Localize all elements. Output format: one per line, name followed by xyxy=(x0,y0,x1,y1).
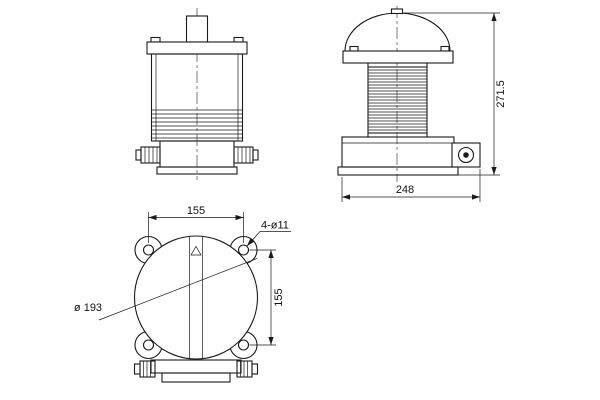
dimension-flange-horizontal: 155 xyxy=(148,205,244,243)
fresnel-ribs xyxy=(368,69,427,131)
fresnel-lens xyxy=(367,66,428,134)
top-flange xyxy=(146,41,248,55)
dimension-flange-vertical: 155 xyxy=(249,249,285,346)
side-view xyxy=(337,6,481,182)
bolt-hole xyxy=(142,339,155,351)
connector-knob xyxy=(457,146,475,164)
dimension-bolt-holes: 4-ø11 xyxy=(246,220,291,247)
dome xyxy=(344,12,451,52)
dim-flange-h-label: 155 xyxy=(187,205,205,217)
plan-view xyxy=(133,235,259,383)
side-base xyxy=(341,136,455,168)
bolt-hole xyxy=(237,244,250,256)
dimension-width: 248 xyxy=(341,169,481,202)
dim-height-label: 271.5 xyxy=(495,80,507,108)
top-knob xyxy=(185,15,209,43)
dimension-diameter: ø 193 xyxy=(74,258,258,321)
dim-flange-v-label: 155 xyxy=(273,288,285,306)
dim-diameter-label: ø 193 xyxy=(74,302,102,314)
dim-width-label: 248 xyxy=(396,184,414,196)
orientation-mark xyxy=(190,245,202,256)
dimension-height: 271.5 xyxy=(403,12,507,176)
dim-bolt-holes-label: 4-ø11 xyxy=(261,220,289,232)
dome-plate xyxy=(342,50,454,64)
bolt-hole xyxy=(237,339,250,351)
flange-circle xyxy=(133,235,259,360)
front-view xyxy=(135,8,259,180)
bolt-hole xyxy=(142,244,155,256)
lens-ribs xyxy=(151,109,243,139)
